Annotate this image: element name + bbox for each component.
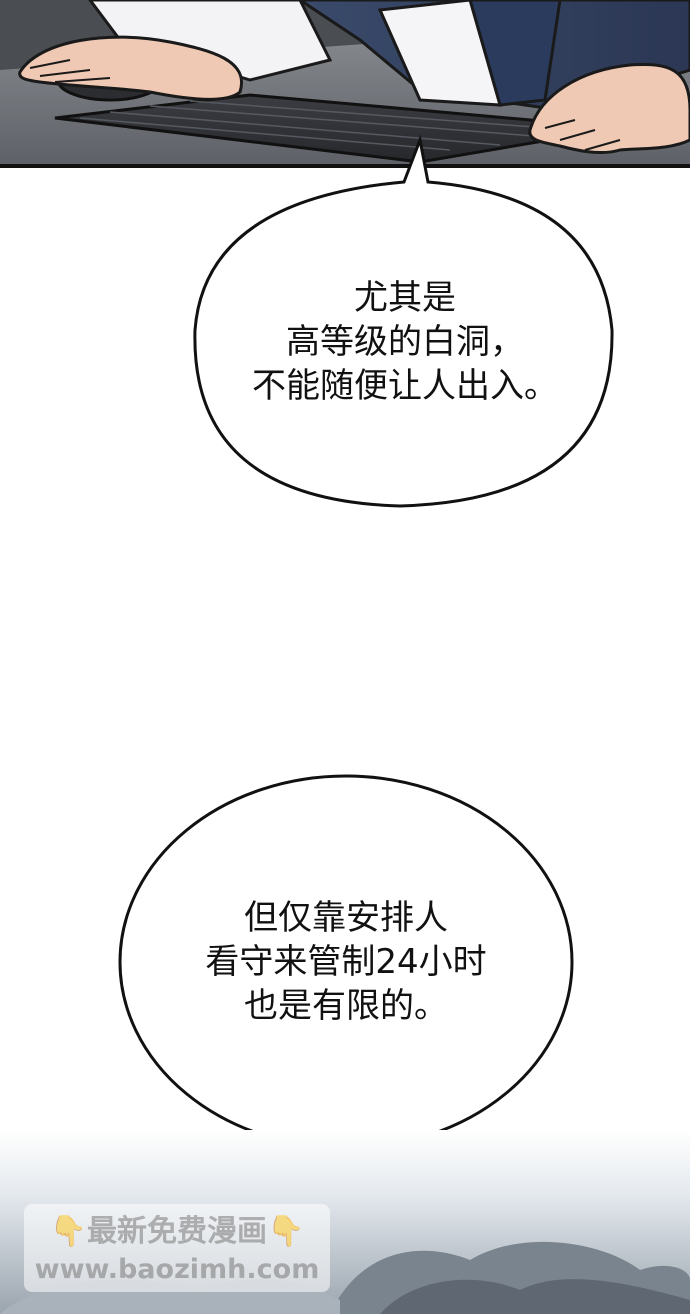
- bubble-2-line-3: 也是有限的。: [244, 986, 448, 1026]
- speech-bubble-1-shape: [193, 134, 614, 508]
- comic-panel-keyboard-scene: [0, 0, 690, 168]
- watermark-box: 👇最新免费漫画👇 www.baozimh.com: [24, 1204, 330, 1292]
- bubble-2-line-2: 看守来管制24小时: [205, 942, 487, 982]
- speech-bubble-1-text: 尤其是 高等级的白洞， 不能随便让人出入。: [195, 276, 615, 408]
- bubble-1-line-1: 尤其是: [354, 278, 456, 318]
- bubble-1-line-3: 不能随便让人出入。: [252, 366, 558, 406]
- watermark-url: www.baozimh.com: [34, 1254, 320, 1285]
- speech-bubble-2-text: 但仅靠安排人 看守来管制24小时 也是有限的。: [120, 896, 572, 1028]
- bubble-1-line-2: 高等级的白洞，: [286, 322, 524, 362]
- watermark-title: 👇最新免费漫画👇: [49, 1214, 305, 1249]
- bubble-2-line-1: 但仅靠安排人: [244, 898, 448, 938]
